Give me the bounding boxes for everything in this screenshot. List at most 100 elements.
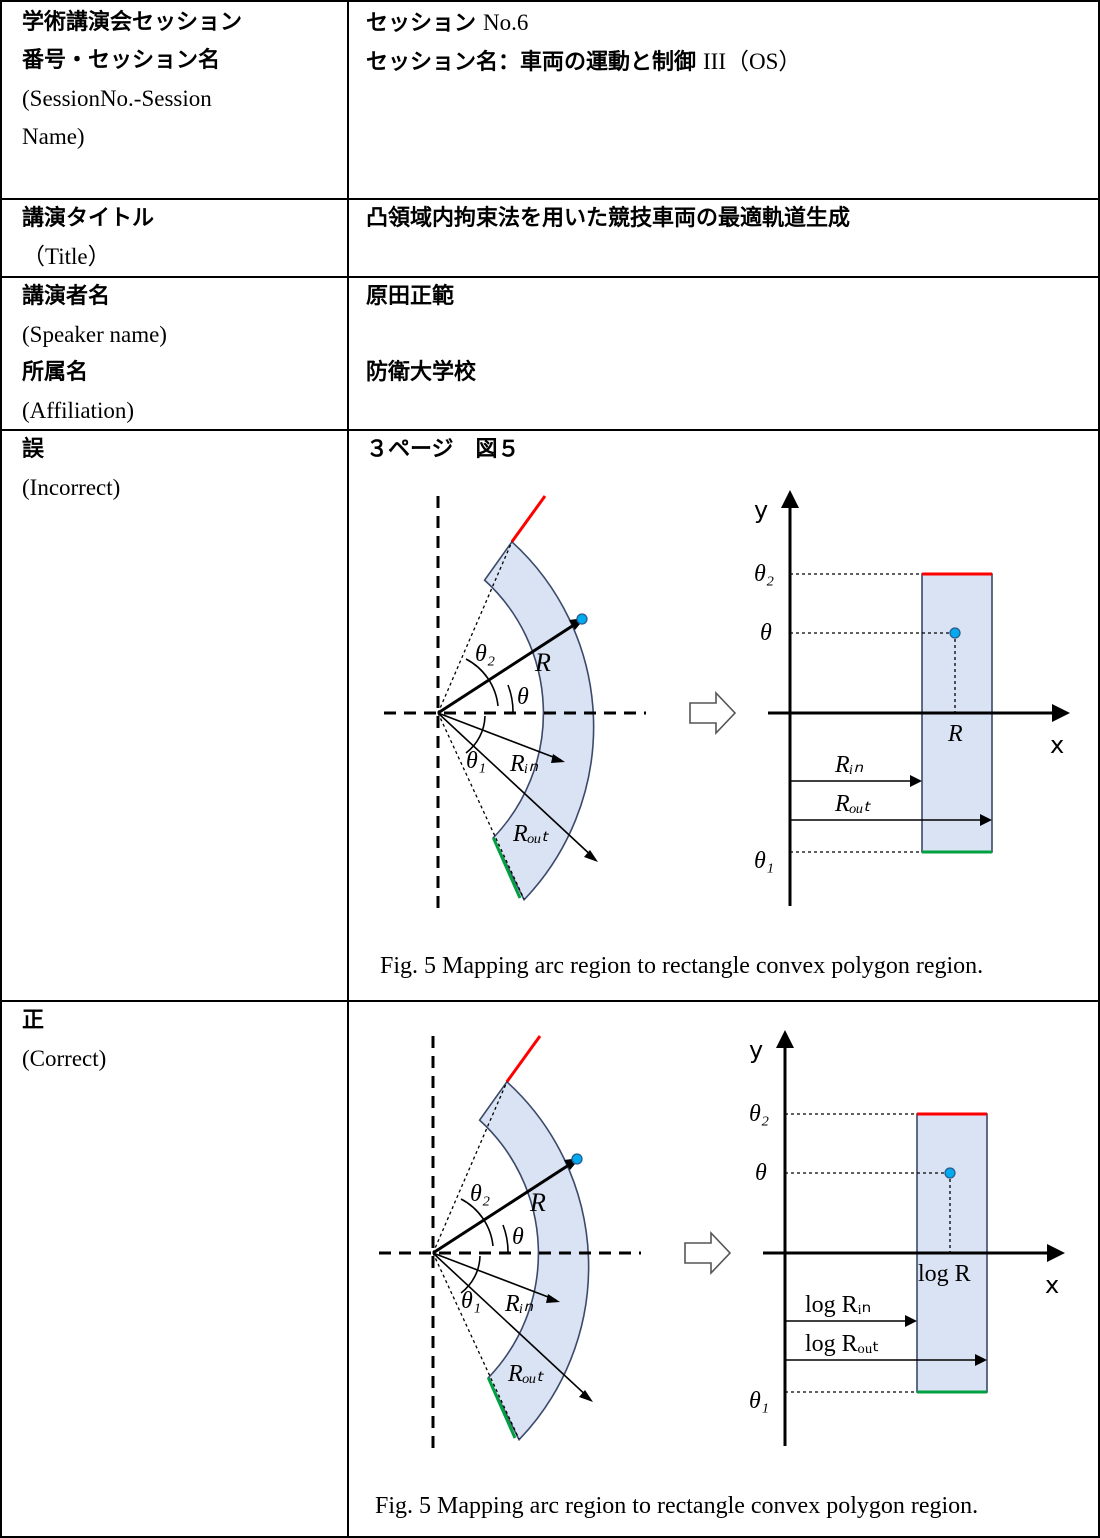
- figure-correct: θ₂ θ R θ₁ Rᵢₙ Rₒᵤₜ y: [375, 1030, 1065, 1519]
- session-number-prefix: セッション: [366, 11, 477, 36]
- session-label-jp-1: 学術講演会セッション: [22, 10, 243, 35]
- speaker-name: 原田正範: [366, 284, 455, 309]
- point-marker: [571, 1153, 583, 1165]
- angle-arc-theta: [507, 684, 514, 714]
- angle-arc-theta1: [465, 715, 486, 754]
- label-Rin: Rᵢₙ: [504, 1291, 533, 1317]
- label-R: R: [534, 648, 551, 677]
- label-y: y: [754, 496, 768, 524]
- label-R: R: [529, 1188, 546, 1217]
- title-label: 講演タイトル （Title）: [22, 200, 154, 276]
- correct-label-jp: 正: [22, 1008, 45, 1033]
- dotted-ray-upper: [437, 541, 513, 714]
- mapped-point-marker: [944, 1167, 956, 1179]
- incorrect-label: 誤 (Incorrect): [22, 431, 120, 507]
- table-border-middle: [347, 0, 349, 1538]
- mapping-arrow: [689, 690, 737, 736]
- talk-title: 凸領域内拘束法を用いた競技車両の最適軌道生成: [366, 206, 851, 231]
- label-theta1-right: θ₁: [754, 848, 774, 874]
- label-theta-right: θ: [755, 1160, 767, 1186]
- angle-arc-theta: [502, 1224, 509, 1254]
- figure-caption: Fig. 5 Mapping arc region to rectangle c…: [375, 1493, 978, 1519]
- arc-upper-edge-red: [505, 1035, 542, 1083]
- label-logRout-right: log Rₒᵤₜ: [805, 1331, 880, 1357]
- session-label-en-1: (SessionNo.-Session: [22, 86, 212, 111]
- table-border-bottom: [0, 1536, 1100, 1538]
- figure-caption: Fig. 5 Mapping arc region to rectangle c…: [380, 953, 983, 979]
- affiliation-name: 防衛大学校: [366, 360, 477, 385]
- label-Rout: Rₒᵤₜ: [512, 821, 550, 847]
- dotted-ray-lower: [432, 1252, 520, 1440]
- session-name-suffix: III（OS）: [703, 49, 802, 74]
- rectangle-diagram: y x θ₂ θ θ₁ R Rᵢₙ Rₒᵤₜ: [754, 490, 1070, 906]
- radius-arrow-Rin: [437, 712, 562, 761]
- radius-arrow-Rout: [437, 712, 596, 860]
- label-Rout-right: Rₒᵤₜ: [834, 791, 872, 817]
- label-logR-right: log R: [918, 1261, 971, 1287]
- title-label-jp: 講演タイトル: [22, 206, 155, 231]
- session-label-jp-2: 番号・セッション名: [22, 48, 221, 73]
- label-Rin-right: Rᵢₙ: [834, 752, 863, 778]
- correct-label-en: (Correct): [22, 1046, 107, 1071]
- rin-arrowhead: [546, 1294, 560, 1303]
- arc-diagram: θ₂ θ R θ₁ Rᵢₙ Rₒᵤₜ: [384, 495, 646, 908]
- angle-arc-theta1: [460, 1255, 481, 1294]
- radius-arrow-Rout: [432, 1252, 591, 1400]
- incorrect-label-jp: 誤: [22, 437, 45, 462]
- label-theta2-right: θ₂: [754, 561, 774, 587]
- arc-lower-edge-green: [486, 1377, 517, 1439]
- label-R-right: R: [947, 721, 963, 747]
- radius-arrow-Rin: [432, 1252, 557, 1301]
- rectangle-diagram: y x θ₂ θ θ₁ log R log Rᵢₙ log Rₒᵤₜ: [749, 1030, 1065, 1446]
- rout-arrowhead: [584, 850, 598, 862]
- table-row-divider: [0, 198, 1100, 200]
- speaker-label-en: (Speaker name): [22, 322, 167, 347]
- session-number: No.6: [483, 10, 529, 35]
- label-theta1: θ₁: [466, 748, 486, 774]
- label-Rin: Rᵢₙ: [509, 751, 538, 777]
- mapped-point-marker: [949, 627, 961, 639]
- x-axis-arrowhead: [1047, 1244, 1065, 1262]
- session-name-prefix: セッション名：車両の運動と制御: [366, 50, 697, 75]
- label-y: y: [749, 1036, 763, 1064]
- session-value: セッション No.6 セッション名：車両の運動と制御 III（OS）: [366, 4, 801, 82]
- label-theta2: θ₂: [475, 641, 495, 667]
- y-axis-arrowhead: [781, 490, 799, 508]
- arrowhead-logRout-right: [975, 1354, 987, 1366]
- arc-upper-edge-red: [510, 495, 547, 543]
- page-figure-reference: ３ページ 図５: [366, 437, 520, 462]
- arrowhead-logRin-right: [905, 1315, 917, 1327]
- rin-arrowhead: [551, 754, 565, 763]
- dotted-ray-lower: [437, 712, 525, 900]
- affiliation-label-jp: 所属名: [22, 360, 89, 385]
- table-row-divider: [0, 429, 1100, 431]
- table-border-top: [0, 0, 1100, 2]
- label-logRin-right: log Rᵢₙ: [805, 1292, 871, 1318]
- session-label: 学術講演会セッション 番号・セッション名 (SessionNo.-Session…: [22, 4, 242, 156]
- angle-arc-theta2: [460, 1198, 494, 1247]
- dotted-ray-upper: [432, 1081, 508, 1254]
- mapping-arrow: [684, 1230, 732, 1276]
- label-theta-right: θ: [760, 620, 772, 646]
- speaker-value: 原田正範 防衛大学校: [366, 278, 476, 392]
- label-theta2-right: θ₂: [749, 1101, 769, 1127]
- label-theta2: θ₂: [470, 1181, 490, 1207]
- arc-lower-edge-green: [491, 837, 522, 899]
- label-Rout: Rₒᵤₜ: [507, 1361, 545, 1387]
- incorrect-page-ref: ３ページ 図５: [366, 431, 520, 469]
- point-marker: [576, 613, 588, 625]
- y-axis-arrowhead: [776, 1030, 794, 1048]
- table-border-right: [1098, 0, 1100, 1538]
- arrowhead-Rin-right: [910, 775, 922, 787]
- figure-incorrect: θ₂ θ R θ₁ Rᵢₙ Rₒᵤₜ y: [380, 490, 1070, 979]
- speaker-label: 講演者名 (Speaker name) 所属名 (Affiliation): [22, 278, 167, 430]
- label-theta: θ: [512, 1224, 524, 1250]
- session-label-en-2: Name): [22, 124, 85, 149]
- angle-arc-theta2: [465, 658, 499, 707]
- arrowhead-Rout-right: [980, 814, 992, 826]
- affiliation-label-en: (Affiliation): [22, 398, 134, 423]
- x-axis-arrowhead: [1052, 704, 1070, 722]
- radius-arrow-R: [432, 1159, 576, 1255]
- incorrect-label-en: (Incorrect): [22, 475, 121, 500]
